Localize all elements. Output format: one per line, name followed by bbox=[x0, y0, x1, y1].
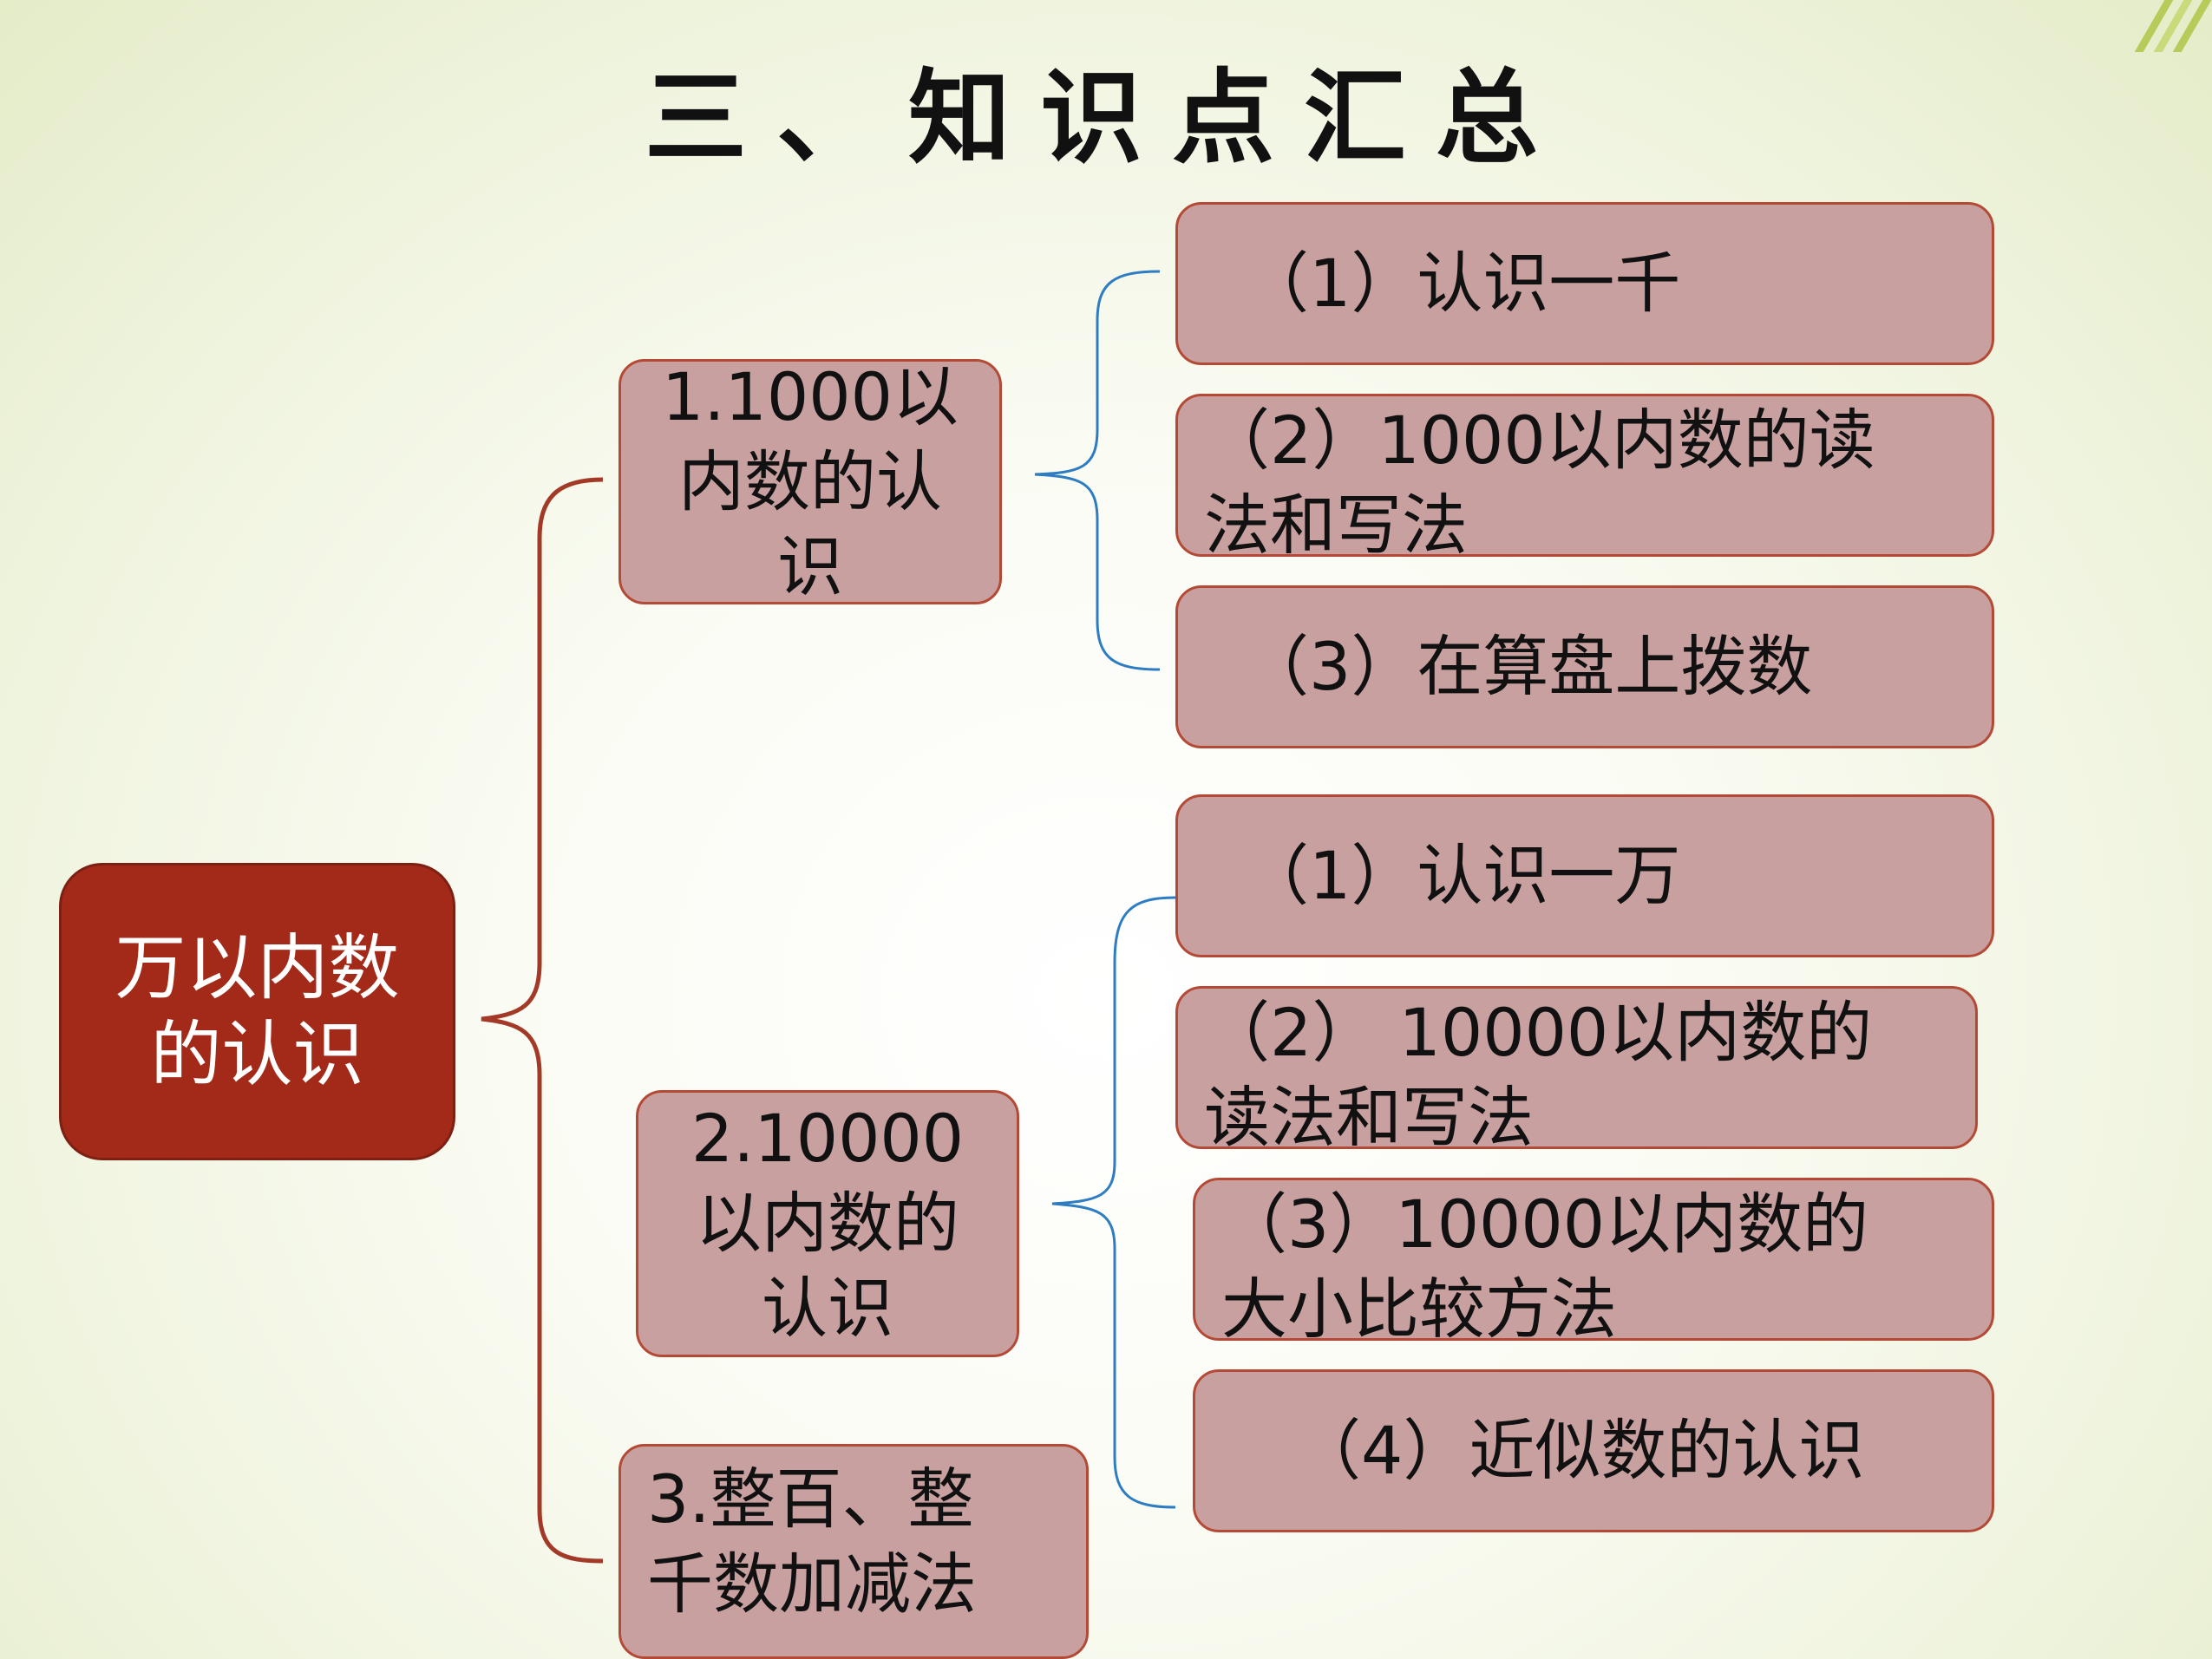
root-label: 万以内数 的认识 bbox=[115, 926, 400, 1096]
leaf-node: （3）在算盘上拨数 bbox=[1175, 585, 1994, 748]
branch-label: 1.1000以 内数的认 识 bbox=[662, 359, 959, 604]
branch1-brace bbox=[1034, 270, 1161, 671]
leaf-node: （4）近似数的认识 bbox=[1193, 1369, 1994, 1532]
leaf-label: （1）认识一万 bbox=[1243, 837, 1681, 914]
root-node: 万以内数 的认识 bbox=[59, 863, 455, 1160]
branch-label: 2.10000 以内数的 认识 bbox=[690, 1100, 965, 1347]
root-brace bbox=[481, 477, 604, 1564]
branch-node-addition: 3.整百、整 千数加减法 bbox=[618, 1444, 1089, 1659]
branch-node-10000: 2.10000 以内数的 认识 bbox=[636, 1090, 1019, 1357]
page-title: 三、知识点汇总 bbox=[644, 57, 1567, 178]
leaf-node: （1）认识一万 bbox=[1175, 794, 1994, 957]
branch2-brace bbox=[1051, 896, 1176, 1509]
leaf-node: （2） 10000以内数的 读法和写法 bbox=[1175, 986, 1978, 1149]
leaf-node: （2）1000以内数的读 法和写法 bbox=[1175, 394, 1994, 557]
leaf-node: （1）认识一千 bbox=[1175, 202, 1994, 365]
leaf-label: （1）认识一千 bbox=[1243, 245, 1681, 322]
branch-node-1000: 1.1000以 内数的认 识 bbox=[618, 359, 1002, 604]
leaf-node: （3）10000以内数的 大小比较方法 bbox=[1193, 1178, 1994, 1341]
leaf-label: （3）在算盘上拨数 bbox=[1243, 628, 1813, 705]
leaf-label: （4）近似数的认识 bbox=[1295, 1412, 1865, 1489]
leaf-label: （2）1000以内数的读 法和写法 bbox=[1204, 402, 1875, 557]
branch-label: 3.整百、整 千数加减法 bbox=[647, 1460, 977, 1623]
leaf-label: （2） 10000以内数的 读法和写法 bbox=[1204, 994, 1873, 1149]
leaf-label: （3）10000以内数的 大小比较方法 bbox=[1221, 1185, 1869, 1341]
